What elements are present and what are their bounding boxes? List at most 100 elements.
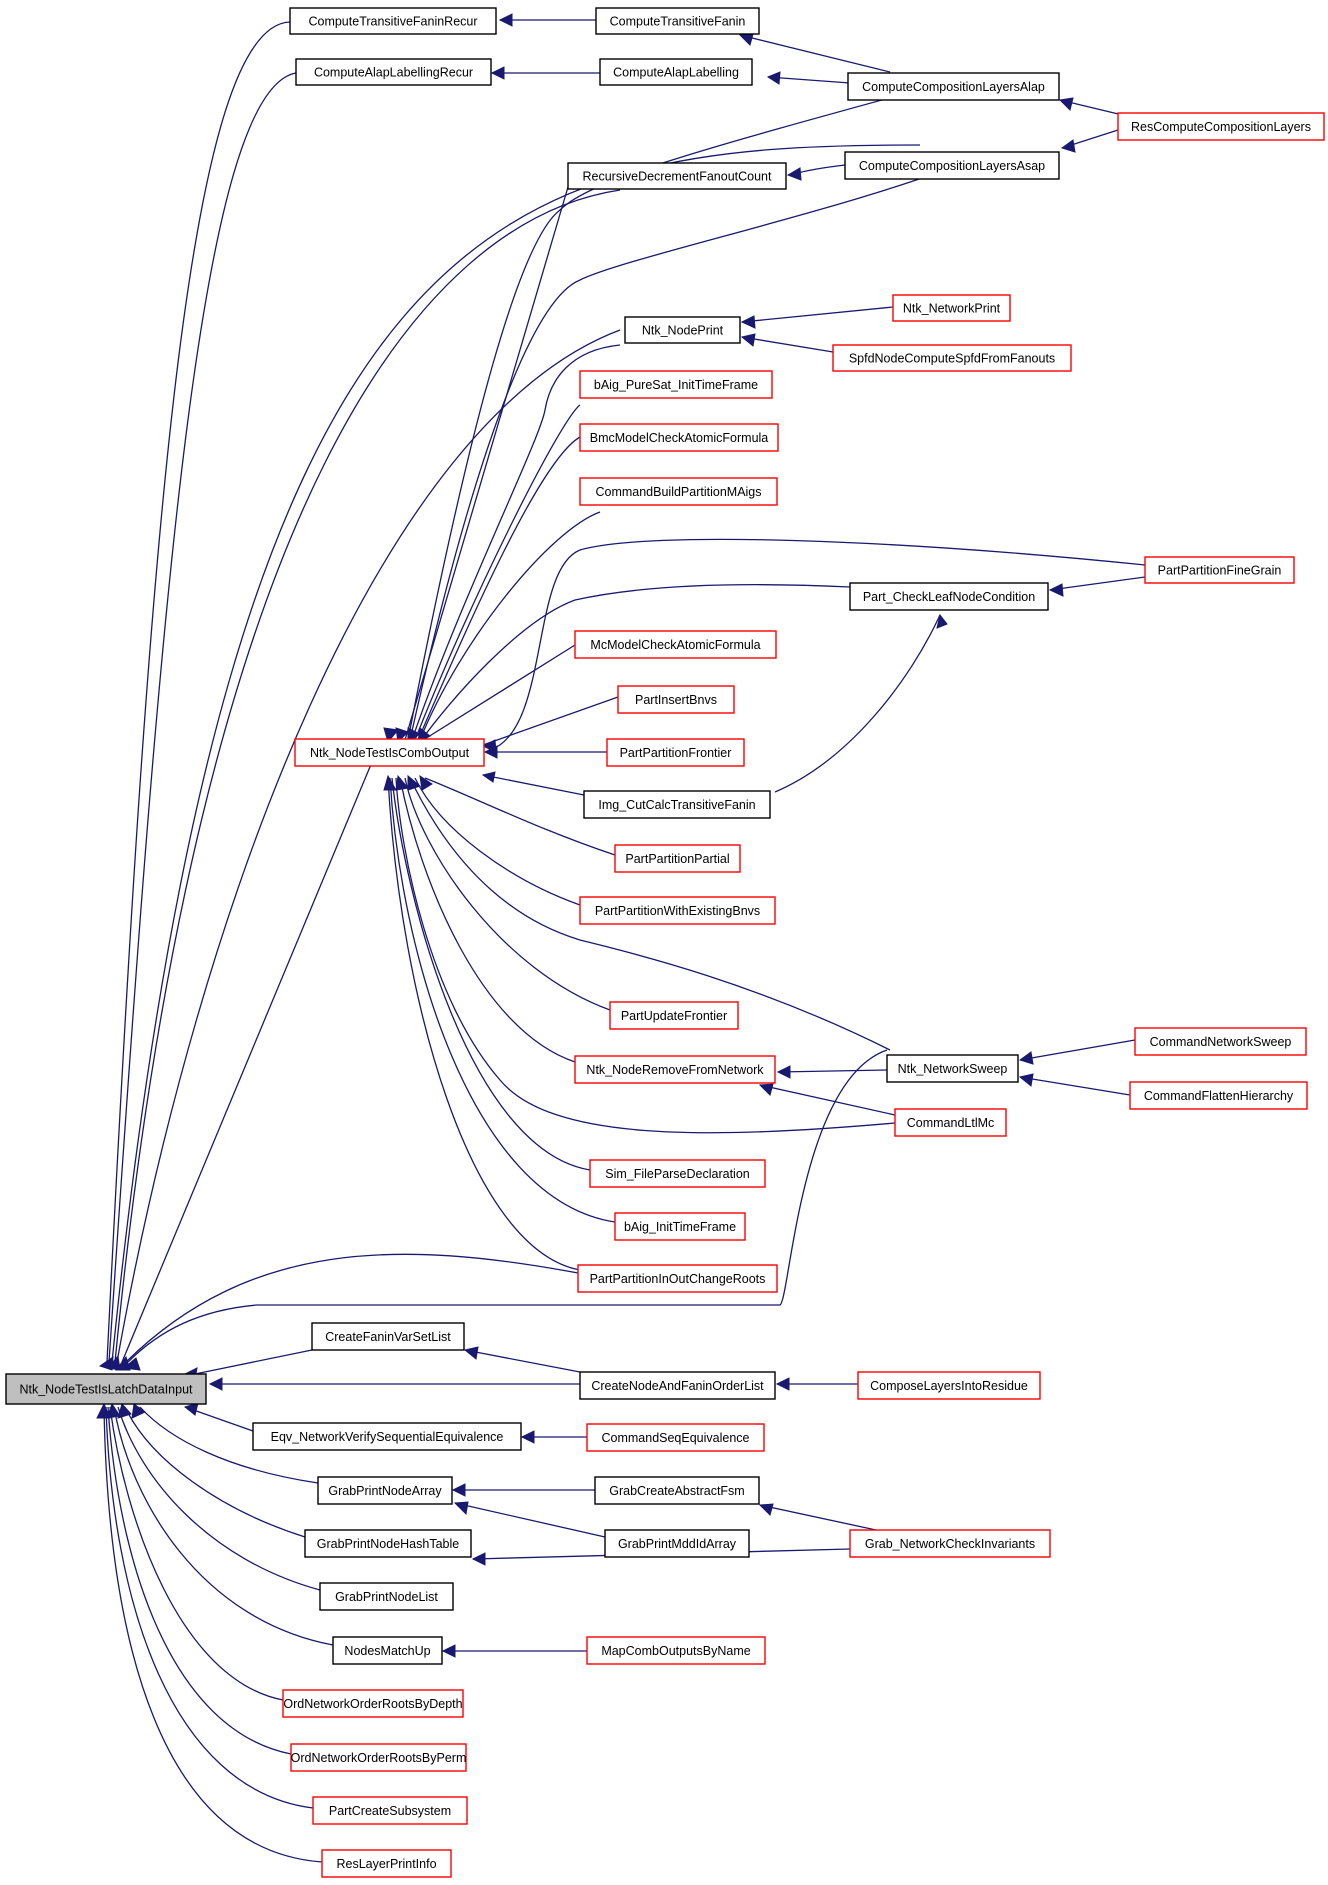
node-rccl[interactable]: ResComputeCompositionLayers <box>1117 112 1325 141</box>
node-pcs[interactable]: PartCreateSubsystem <box>312 1796 468 1825</box>
node-gpnht[interactable]: GrabPrintNodeHashTable <box>304 1529 472 1558</box>
node-box <box>579 423 779 452</box>
edge-cltl-nrfn <box>759 1084 896 1116</box>
node-cbpm[interactable]: CommandBuildPartitionMAigs <box>579 477 778 506</box>
node-box <box>294 738 485 767</box>
node-comb[interactable]: Ntk_NodeTestIsCombOutput <box>294 738 485 767</box>
node-nrfn[interactable]: Ntk_NodeRemoveFromNetwork <box>574 1055 776 1084</box>
node-box <box>609 1001 739 1030</box>
node-sfpd[interactable]: Sim_FileParseDeclaration <box>589 1159 766 1188</box>
node-gnci[interactable]: Grab_NetworkCheckInvariants <box>849 1529 1051 1558</box>
node-box <box>321 1849 452 1878</box>
node-clir[interactable]: ComposeLayersIntoResidue <box>857 1371 1041 1400</box>
arrowhead-gpnht <box>471 1552 486 1566</box>
node-cclas[interactable]: ComputeCompositionLayersAsap <box>844 151 1060 180</box>
node-label: GrabPrintNodeList <box>335 1590 438 1604</box>
node-puf[interactable]: PartUpdateFrontier <box>609 1001 739 1030</box>
edge-gpnht-root <box>124 1406 306 1538</box>
node-gpna[interactable]: GrabPrintNodeArray <box>317 1476 453 1505</box>
node-calr[interactable]: ComputeAlapLabellingRecur <box>295 58 492 86</box>
node-box <box>595 7 760 35</box>
node-box <box>5 1373 207 1405</box>
node-ppf[interactable]: PartPartitionFrontier <box>606 738 745 767</box>
node-spfd[interactable]: SpfdNodeComputeSpfdFromFanouts <box>832 344 1072 372</box>
edge-ppp-comb <box>424 777 616 856</box>
node-box <box>886 1054 1019 1083</box>
node-bait[interactable]: bAig_InitTimeFrame <box>614 1212 746 1241</box>
node-ncs[interactable]: CommandNetworkSweep <box>1134 1027 1307 1056</box>
node-rlpi[interactable]: ResLayerPrintInfo <box>321 1849 452 1878</box>
edge-onorbp-root <box>107 1406 292 1755</box>
arrowhead-root <box>122 1357 141 1371</box>
node-rdfc[interactable]: RecursiveDecrementFanoutCount <box>567 162 787 190</box>
arrowhead-cnafol <box>775 1377 790 1391</box>
node-pclc[interactable]: Part_CheckLeafNodeCondition <box>849 582 1049 611</box>
node-gpnl[interactable]: GrabPrintNodeList <box>319 1582 454 1611</box>
node-ctf[interactable]: ComputeTransitiveFanin <box>595 7 760 35</box>
arrowhead-comb <box>481 739 497 753</box>
arrowhead-nnp <box>740 315 756 329</box>
arrowhead-pclc <box>936 613 948 629</box>
node-ppp[interactable]: PartPartitionPartial <box>614 844 741 873</box>
node-ppweb[interactable]: PartPartitionWithExistingBnvs <box>579 896 776 925</box>
arrowhead-root <box>106 1402 121 1419</box>
node-label: GrabPrintNodeArray <box>328 1484 442 1498</box>
edge-icct-comb <box>482 774 585 796</box>
arrowhead-ctf <box>738 33 754 46</box>
arrowhead-pclc <box>1048 583 1064 597</box>
node-onorbp[interactable]: OrdNetworkOrderRootsByPerm <box>290 1743 467 1772</box>
node-cltl[interactable]: CommandLtlMc <box>894 1108 1007 1137</box>
edge-comb-root <box>121 761 373 1363</box>
arrowhead-root <box>131 1403 146 1419</box>
node-ppiocr[interactable]: PartPartitionInOutChangeRoots <box>577 1264 778 1293</box>
node-root[interactable]: Ntk_NodeTestIsLatchDataInput <box>5 1373 207 1405</box>
edge-ppiocr-root <box>125 1253 579 1363</box>
node-cnafol[interactable]: CreateNodeAndFaninOrderList <box>579 1371 776 1400</box>
node-ctfr[interactable]: ComputeTransitiveFaninRecur <box>289 7 497 35</box>
node-cse[interactable]: CommandSeqEquivalence <box>586 1423 765 1452</box>
edge-nnp-comb <box>411 344 621 741</box>
node-mcm[interactable]: McModelCheckAtomicFormula <box>574 630 777 659</box>
node-cfh[interactable]: CommandFlattenHierarchy <box>1129 1081 1308 1110</box>
node-icct[interactable]: Img_CutCalcTransitiveFanin <box>583 790 771 819</box>
edge-bmc-comb <box>417 436 581 741</box>
node-bmc[interactable]: BmcModelCheckAtomicFormula <box>579 423 779 452</box>
node-label: PartCreateSubsystem <box>329 1804 451 1818</box>
node-label: Part_CheckLeafNodeCondition <box>863 590 1035 604</box>
node-mcobn[interactable]: MapCombOutputsByName <box>586 1636 766 1665</box>
node-gpmia[interactable]: GrabPrintMddIdArray <box>604 1529 750 1558</box>
node-label: GrabPrintMddIdArray <box>618 1537 737 1551</box>
node-nns[interactable]: Ntk_NetworkSweep <box>886 1054 1019 1083</box>
node-label: PartPartitionPartial <box>625 852 729 866</box>
node-ppfg[interactable]: PartPartitionFineGrain <box>1144 556 1295 584</box>
node-nnp[interactable]: Ntk_NodePrint <box>624 316 741 344</box>
node-evse[interactable]: Eqv_NetworkVerifySequentialEquivalence <box>252 1422 522 1451</box>
node-label: Ntk_NodePrint <box>642 324 724 338</box>
edge-pib-comb <box>482 696 619 746</box>
node-ccla[interactable]: ComputeCompositionLayersAlap <box>847 72 1060 101</box>
node-label: NodesMatchUp <box>344 1644 430 1658</box>
node-box <box>317 1476 453 1505</box>
node-nnetp[interactable]: Ntk_NetworkPrint <box>892 294 1011 322</box>
edge-puf-comb <box>404 777 611 1011</box>
node-label: BmcModelCheckAtomicFormula <box>590 431 769 445</box>
node-gcaf[interactable]: GrabCreateAbstractFsm <box>594 1476 760 1505</box>
node-label: OrdNetworkOrderRootsByDepth <box>283 1697 462 1711</box>
arrowhead-root <box>107 1354 121 1371</box>
edge-nns-nrfn <box>777 1069 888 1073</box>
node-box <box>312 1796 468 1825</box>
node-nmu[interactable]: NodesMatchUp <box>332 1636 443 1665</box>
node-bps[interactable]: bAig_PureSat_InitTimeFrame <box>579 370 773 399</box>
node-label: ComputeTransitiveFanin <box>610 15 746 29</box>
edge-gpmia-gpna <box>454 1502 606 1538</box>
node-pib[interactable]: PartInsertBnvs <box>617 685 735 714</box>
node-box <box>614 844 741 873</box>
node-onorbd[interactable]: OrdNetworkOrderRootsByDepth <box>282 1689 464 1718</box>
node-label: Sim_FileParseDeclaration <box>605 1167 750 1181</box>
node-box <box>577 1264 778 1293</box>
edge-cclas-root <box>111 144 921 1363</box>
arrowhead-nrfn <box>758 1083 774 1096</box>
node-cal[interactable]: ComputeAlapLabelling <box>599 58 753 86</box>
node-cfvsl[interactable]: CreateFaninVarSetList <box>311 1322 465 1351</box>
